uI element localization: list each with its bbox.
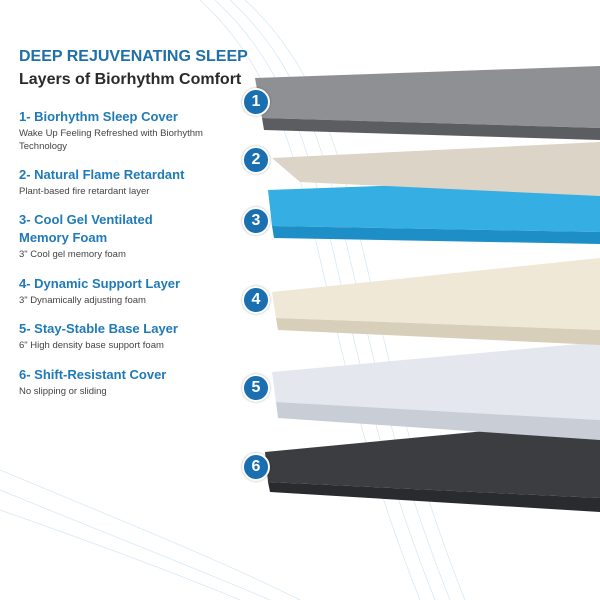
layer-item-2: 2- Natural Flame Retardant Plant-based f…: [19, 166, 239, 198]
layer-badge-1: 1: [242, 88, 270, 116]
layer-desc: No slipping or sliding: [19, 386, 107, 397]
layer-4-shape: [272, 258, 600, 345]
layer-title: 2- Natural Flame Retardant: [19, 167, 185, 182]
layer-title: 6- Shift-Resistant Cover: [19, 367, 167, 382]
layer-item-4: 4- Dynamic Support Layer 3" Dynamically …: [19, 275, 239, 307]
layer-title: 1- Biorhythm Sleep Cover: [19, 109, 178, 124]
layer-badge-2: 2: [242, 146, 270, 174]
layer-title: 4- Dynamic Support Layer: [19, 276, 181, 291]
layer-title: 3- Cool Gel Ventilated Memory Foam: [19, 212, 153, 245]
header-subtitle: Layers of Biorhythm Comfort: [19, 71, 242, 88]
layer-desc: Wake Up Feeling Refreshed with Biorhythm…: [19, 128, 203, 152]
layer-item-6: 6- Shift-Resistant Cover No slipping or …: [19, 366, 239, 398]
layer-badge-6: 6: [242, 453, 270, 481]
layer-2-shape: [272, 142, 600, 196]
layer-item-1: 1- Biorhythm Sleep Cover Wake Up Feeling…: [19, 108, 239, 153]
layer-desc: Plant-based fire retardant layer: [19, 186, 150, 197]
layer-desc: 3" Cool gel memory foam: [19, 249, 126, 260]
layer-1-shape: [255, 66, 600, 140]
layer-title: 5- Stay-Stable Base Layer: [19, 321, 178, 336]
header-title: DEEP REJUVENATING SLEEP: [19, 48, 248, 65]
layer-item-5: 5- Stay-Stable Base Layer 6" High densit…: [19, 320, 239, 352]
layer-desc: 6" High density base support foam: [19, 340, 164, 351]
layer-desc: 3" Dynamically adjusting foam: [19, 295, 146, 306]
layer-6-shape: [265, 420, 600, 512]
layer-item-3: 3- Cool Gel Ventilated Memory Foam 3" Co…: [19, 211, 179, 261]
layer-5-shape: [272, 342, 600, 440]
layer-badge-4: 4: [242, 286, 270, 314]
layer-badge-3: 3: [242, 207, 270, 235]
layer-badge-5: 5: [242, 374, 270, 402]
